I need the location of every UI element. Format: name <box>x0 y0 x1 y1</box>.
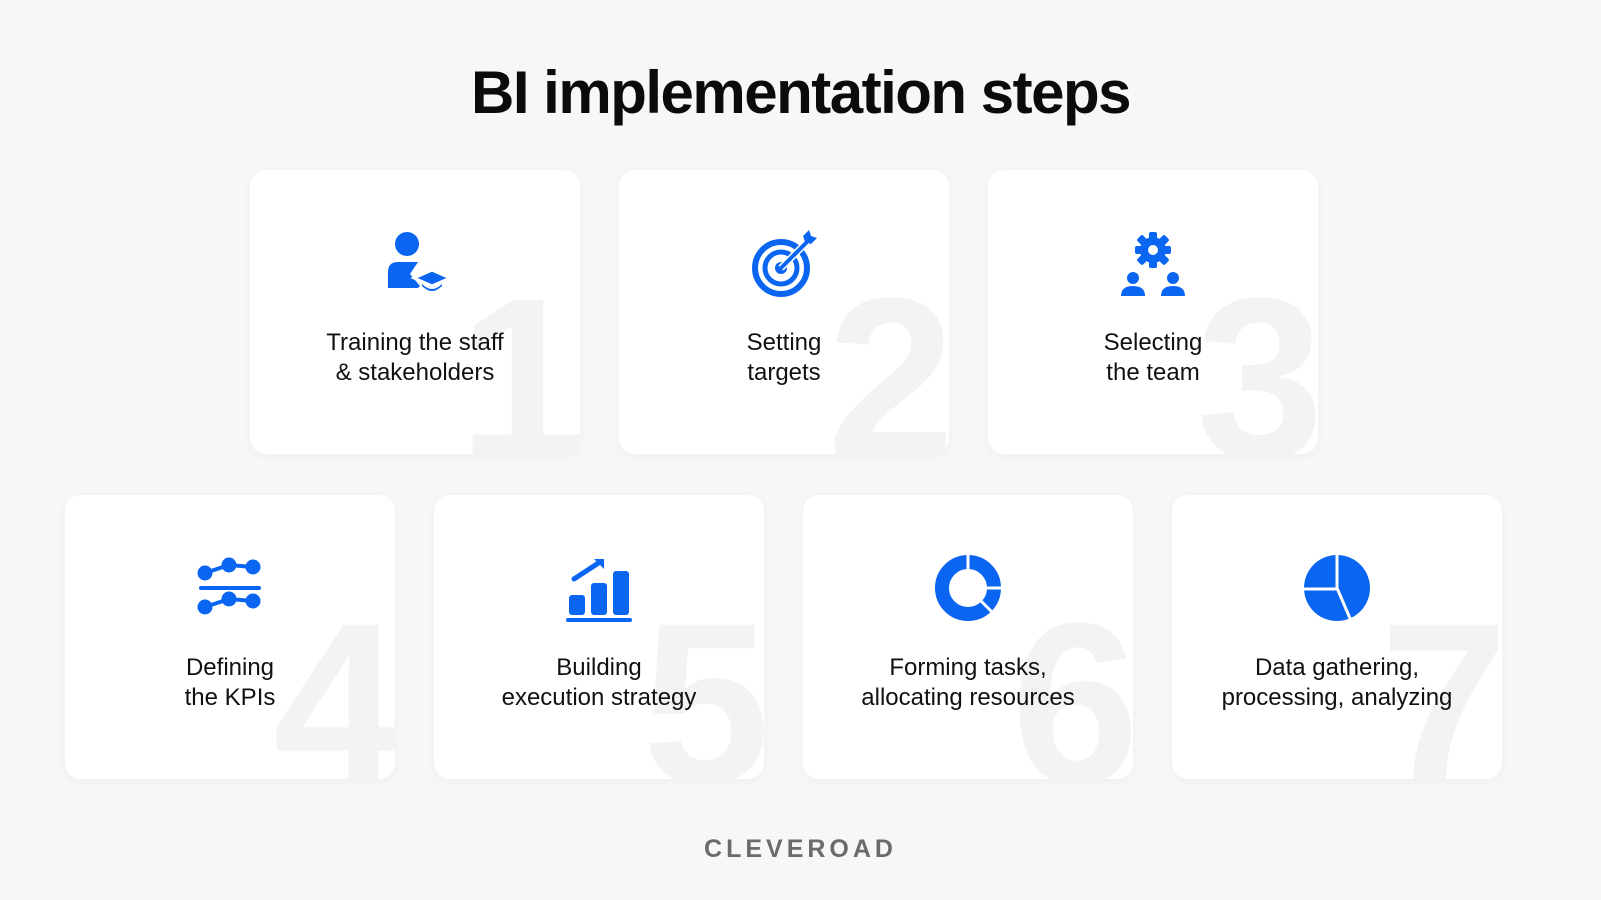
step-number: 6 <box>1011 575 1133 780</box>
step-number: 5 <box>642 575 764 780</box>
step-label: Selecting the team <box>1103 329 1203 386</box>
step-card-1: 1 Training the staff & stakeholders <box>250 170 580 454</box>
target-arrow-icon <box>752 230 817 297</box>
step-label: Forming tasks, allocating resources <box>861 654 1075 711</box>
step-number: 7 <box>1380 575 1502 780</box>
user-graduation-cap-icon <box>388 232 450 291</box>
step-card-2: 2 Setting targets <box>619 170 949 454</box>
step-label: Training the staff & stakeholders <box>326 329 504 386</box>
step-number: 2 <box>827 250 949 455</box>
page-title: BI implementation steps <box>471 59 1131 126</box>
growth-bar-chart-icon <box>566 559 632 622</box>
step-number: 4 <box>273 575 395 780</box>
step-label: Data gathering, processing, analyzing <box>1221 654 1453 711</box>
team-gear-icon <box>1121 232 1185 296</box>
donut-chart-icon <box>935 553 1003 621</box>
step-label: Defining the KPIs <box>184 654 276 711</box>
step-card-4: 4 Defining the KPIs <box>65 495 395 779</box>
brand-logo: CLEVEROAD <box>704 835 897 863</box>
step-card-7: 7 Data gathering, processing, analyzing <box>1172 495 1502 779</box>
step-card-3: 3 Selecting the team <box>988 170 1318 454</box>
kpi-lines-icon <box>197 557 261 615</box>
step-card-5: 5 Building execution strategy <box>434 495 764 779</box>
step-number: 3 <box>1196 250 1318 455</box>
step-label: Building execution strategy <box>501 654 697 711</box>
pie-chart-icon <box>1302 553 1370 623</box>
step-label: Setting targets <box>746 329 822 386</box>
step-card-6: 6 Forming tasks, allocating resources <box>803 495 1133 779</box>
step-number: 1 <box>458 250 580 455</box>
